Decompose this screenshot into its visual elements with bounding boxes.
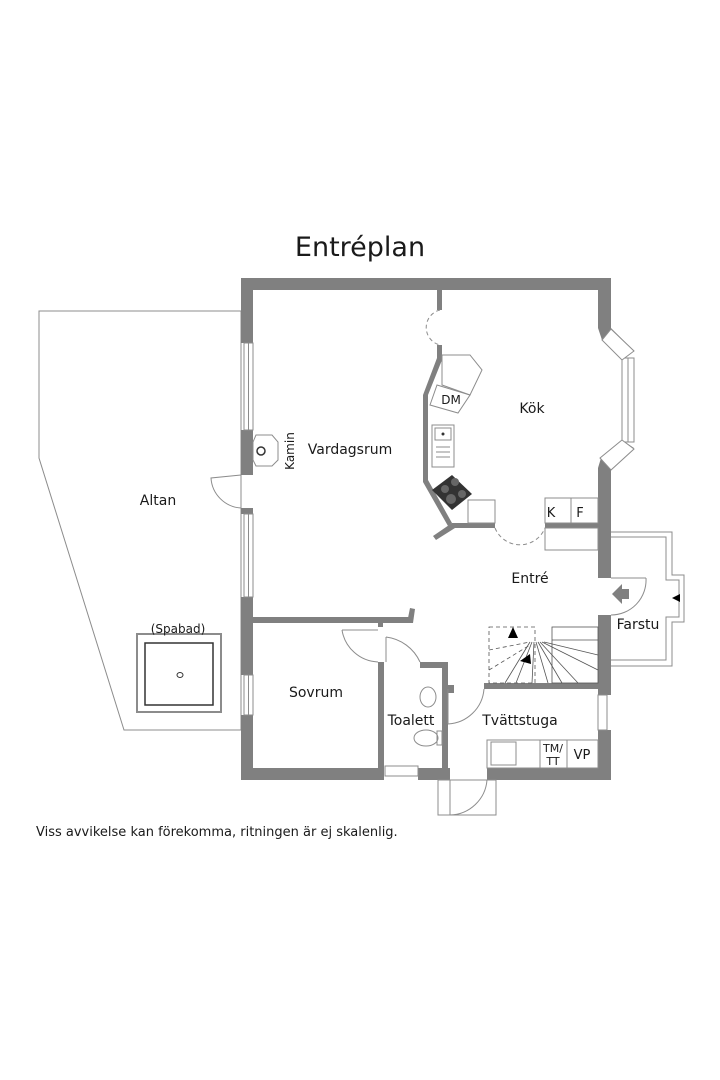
windows — [243, 328, 635, 777]
room-label-spabad: (Spabad) — [151, 622, 206, 636]
label-f: F — [576, 506, 583, 521]
label-tm: TM/ — [542, 742, 563, 755]
label-vp: VP — [574, 748, 591, 763]
room-label-vardagsrum: Vardagsrum — [308, 442, 393, 458]
walls — [241, 278, 634, 780]
stair-up-arrow-icon — [508, 627, 518, 638]
stove-icon — [432, 475, 472, 510]
room-label-tvattstuga: Tvättstuga — [481, 713, 558, 729]
kamin-fireplace-icon — [252, 434, 279, 467]
spabad — [136, 633, 222, 713]
entry-arrow-icon — [612, 584, 629, 604]
plan-title: Entréplan — [294, 232, 426, 263]
label-k: K — [547, 506, 556, 521]
label-tt: TT — [545, 755, 560, 768]
room-label-toalett: Toalett — [387, 713, 435, 729]
room-label-entre: Entré — [511, 571, 548, 587]
sink-icon — [436, 432, 450, 458]
stair-arrow-icon — [520, 654, 531, 664]
disclaimer-text: Viss avvikelse kan förekomma, ritningen … — [36, 825, 398, 840]
toilet-fixtures — [413, 686, 443, 747]
altan-deck-outline — [38, 310, 242, 731]
entrance-arrow-icon — [672, 594, 680, 602]
laundry-fixtures — [486, 739, 599, 769]
room-label-farstu: Farstu — [617, 617, 660, 633]
kitchen-fixtures — [429, 354, 599, 551]
label-dm: DM — [441, 393, 461, 407]
room-label-kok: Kök — [519, 401, 545, 417]
room-label-sovrum: Sovrum — [289, 685, 343, 701]
staircase — [488, 626, 599, 684]
doors — [210, 309, 647, 816]
label-kamin: Kamin — [283, 432, 297, 470]
room-label-altan: Altan — [140, 493, 176, 509]
